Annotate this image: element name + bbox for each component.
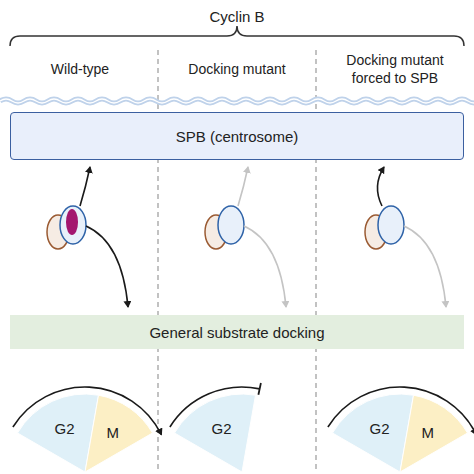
phase-wedge-shape [7,394,163,474]
arrow [377,167,384,206]
node-label: SPB (centrosome) [176,128,299,145]
phase-wedge [333,394,414,472]
arrow [238,167,248,206]
cyclin-complex [47,206,86,249]
phase-wedge [175,394,256,472]
cell-cycle-phase: M [322,394,474,474]
cyclin-complex [205,206,244,249]
arrow [404,226,446,307]
phase-label: G2 [212,420,232,437]
node-label: General substrate docking [149,324,324,341]
phase-label: G2 [55,420,75,437]
membrane-line [0,99,474,103]
arrow [80,167,90,206]
column-heading: Wild-type [10,60,150,78]
phase-wedge [85,395,153,472]
process-band: General substrate docking [10,315,464,349]
phase-label: G2 [370,420,390,437]
cyclin-subunit [60,206,86,244]
cyclin-subunit [218,206,244,244]
arrow [86,226,128,307]
group-heading: Cyclin B [167,8,307,26]
phase-label: M [106,424,119,441]
docking-motif [66,209,78,235]
phase-wedge-shape [322,394,474,474]
column-heading: Docking mutant forced to SPB [330,51,460,87]
phase-wedge [18,394,99,472]
cell-cycle-phase: M [7,394,163,474]
cell-cycle-phase: G2 [164,394,320,474]
arrest-bar [258,383,261,395]
nuclear-membrane [0,99,474,103]
phase-wedge [400,395,468,472]
column-heading: Docking mutant [167,60,307,78]
organelle-box: SPB (centrosome) [10,112,464,160]
curly-brace [10,26,464,46]
cyclin-complex [365,206,404,249]
membrane-gap [0,99,474,103]
phase-label: M [421,424,434,441]
arrow [244,226,286,307]
cyclin-subunit [378,206,404,244]
phase-wedge-shape [164,394,320,474]
